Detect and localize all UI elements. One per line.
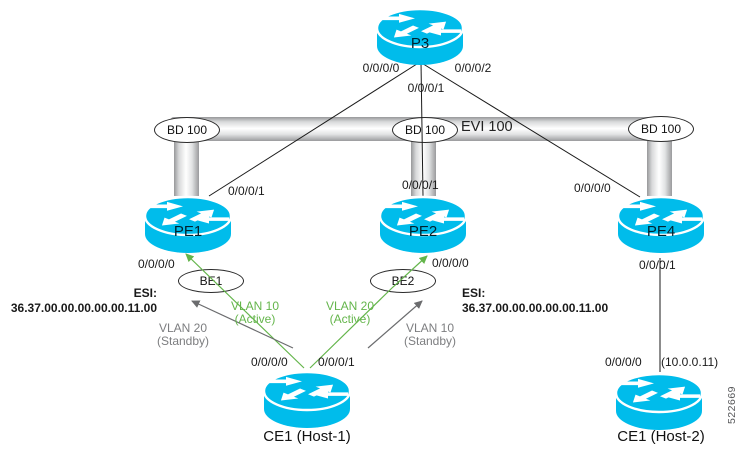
router-p3: P3	[374, 4, 466, 70]
bd100-pe4-label: BD 100	[640, 122, 682, 136]
router-pe2: PE2	[377, 192, 469, 258]
be2-label: BE2	[391, 274, 415, 288]
ce1-host2-caption: CE1 (Host-2)	[617, 428, 705, 445]
bd100-oval-pe4: BD 100	[628, 116, 694, 142]
vlan20-standby-name: VLAN 20	[158, 321, 208, 335]
link-p3-pe2	[420, 61, 424, 197]
bd-tube-pe1	[174, 139, 199, 196]
bd-tube-pe4	[647, 138, 672, 196]
vlan10-active-name: VLAN 10	[230, 299, 280, 313]
router-icon	[261, 367, 353, 433]
vlan20-active-name: VLAN 20	[325, 299, 375, 313]
link-ce1-be1-active	[185, 253, 305, 369]
esi-right-value: 36.37.00.00.00.00.00.11.00	[462, 301, 609, 315]
vlan20-standby-label: VLAN 20 (Standby)	[150, 322, 216, 348]
be1-label: BE1	[199, 274, 223, 288]
vlan10-standby-state: (Standby)	[403, 334, 457, 348]
ce1-if-left: 0/0/0/0	[251, 355, 288, 369]
router-pe1-label: PE1	[173, 223, 203, 240]
pe4-if-top: 0/0/0/0	[574, 181, 611, 195]
esi-left-value: 36.37.00.00.00.00.00.11.00	[10, 301, 157, 315]
bd100-oval-pe1: BD 100	[154, 117, 220, 143]
link-p3-pe4	[419, 61, 641, 198]
router-icon	[613, 369, 705, 435]
ce2-ip-address: (10.0.0.11)	[661, 355, 719, 369]
pe2-if-top: 0/0/0/1	[402, 178, 439, 192]
p3-if-left: 0/0/0/0	[362, 61, 400, 75]
pe2-if-bottom: 0/0/0/0	[432, 256, 469, 270]
pe1-if-bottom: 0/0/0/0	[138, 257, 175, 271]
link-ce1-be2-active	[309, 255, 428, 369]
arrow-vlan20-standby	[191, 300, 294, 349]
pe1-if-top: 0/0/0/1	[228, 184, 265, 198]
be1-oval: BE1	[178, 269, 244, 293]
vlan10-active-state: (Active)	[234, 312, 276, 326]
vlan20-active-label: VLAN 20 (Active)	[319, 300, 381, 326]
router-pe4: PE4	[615, 192, 707, 258]
arrow-vlan10-standby	[367, 300, 423, 349]
vlan10-standby-label: VLAN 10 (Standby)	[397, 322, 463, 348]
bd100-oval-pe2: BD 100	[392, 117, 458, 143]
router-ce1-host2	[613, 369, 705, 435]
router-ce1-host1	[261, 367, 353, 433]
router-pe2-label: PE2	[408, 223, 438, 240]
be2-oval: BE2	[370, 269, 436, 293]
vlan10-active-label: VLAN 10 (Active)	[224, 300, 286, 326]
vlan20-active-state: (Active)	[329, 312, 371, 326]
router-pe4-label: PE4	[646, 223, 676, 240]
figure-id: 522669	[726, 385, 738, 425]
router-pe1: PE1	[142, 192, 234, 258]
esi-right-title: ESI:	[462, 286, 486, 300]
ce1-host1-caption: CE1 (Host-1)	[263, 428, 351, 445]
bd100-pe1-label: BD 100	[166, 123, 208, 137]
bd100-pe2-label: BD 100	[404, 123, 446, 137]
p3-if-bottom: 0/0/0/1	[407, 81, 445, 95]
esi-left-title: ESI:	[133, 286, 157, 300]
evi-label: EVI 100	[461, 119, 513, 135]
link-p3-pe1	[208, 61, 421, 197]
ce2-if-left: 0/0/0/0	[605, 355, 642, 369]
bd-tube-pe2	[411, 139, 436, 196]
ce1-if-right: 0/0/0/1	[318, 355, 355, 369]
esi-right-block: ESI: 36.37.00.00.00.00.00.11.00	[462, 286, 608, 316]
pe4-if-bottom: 0/0/0/1	[639, 258, 676, 272]
p3-if-right: 0/0/0/2	[454, 61, 492, 75]
router-p3-label: P3	[410, 35, 430, 52]
vlan20-standby-state: (Standby)	[156, 334, 210, 348]
vlan10-standby-name: VLAN 10	[405, 321, 455, 335]
esi-left-block: ESI: 36.37.00.00.00.00.00.11.00	[0, 286, 157, 316]
